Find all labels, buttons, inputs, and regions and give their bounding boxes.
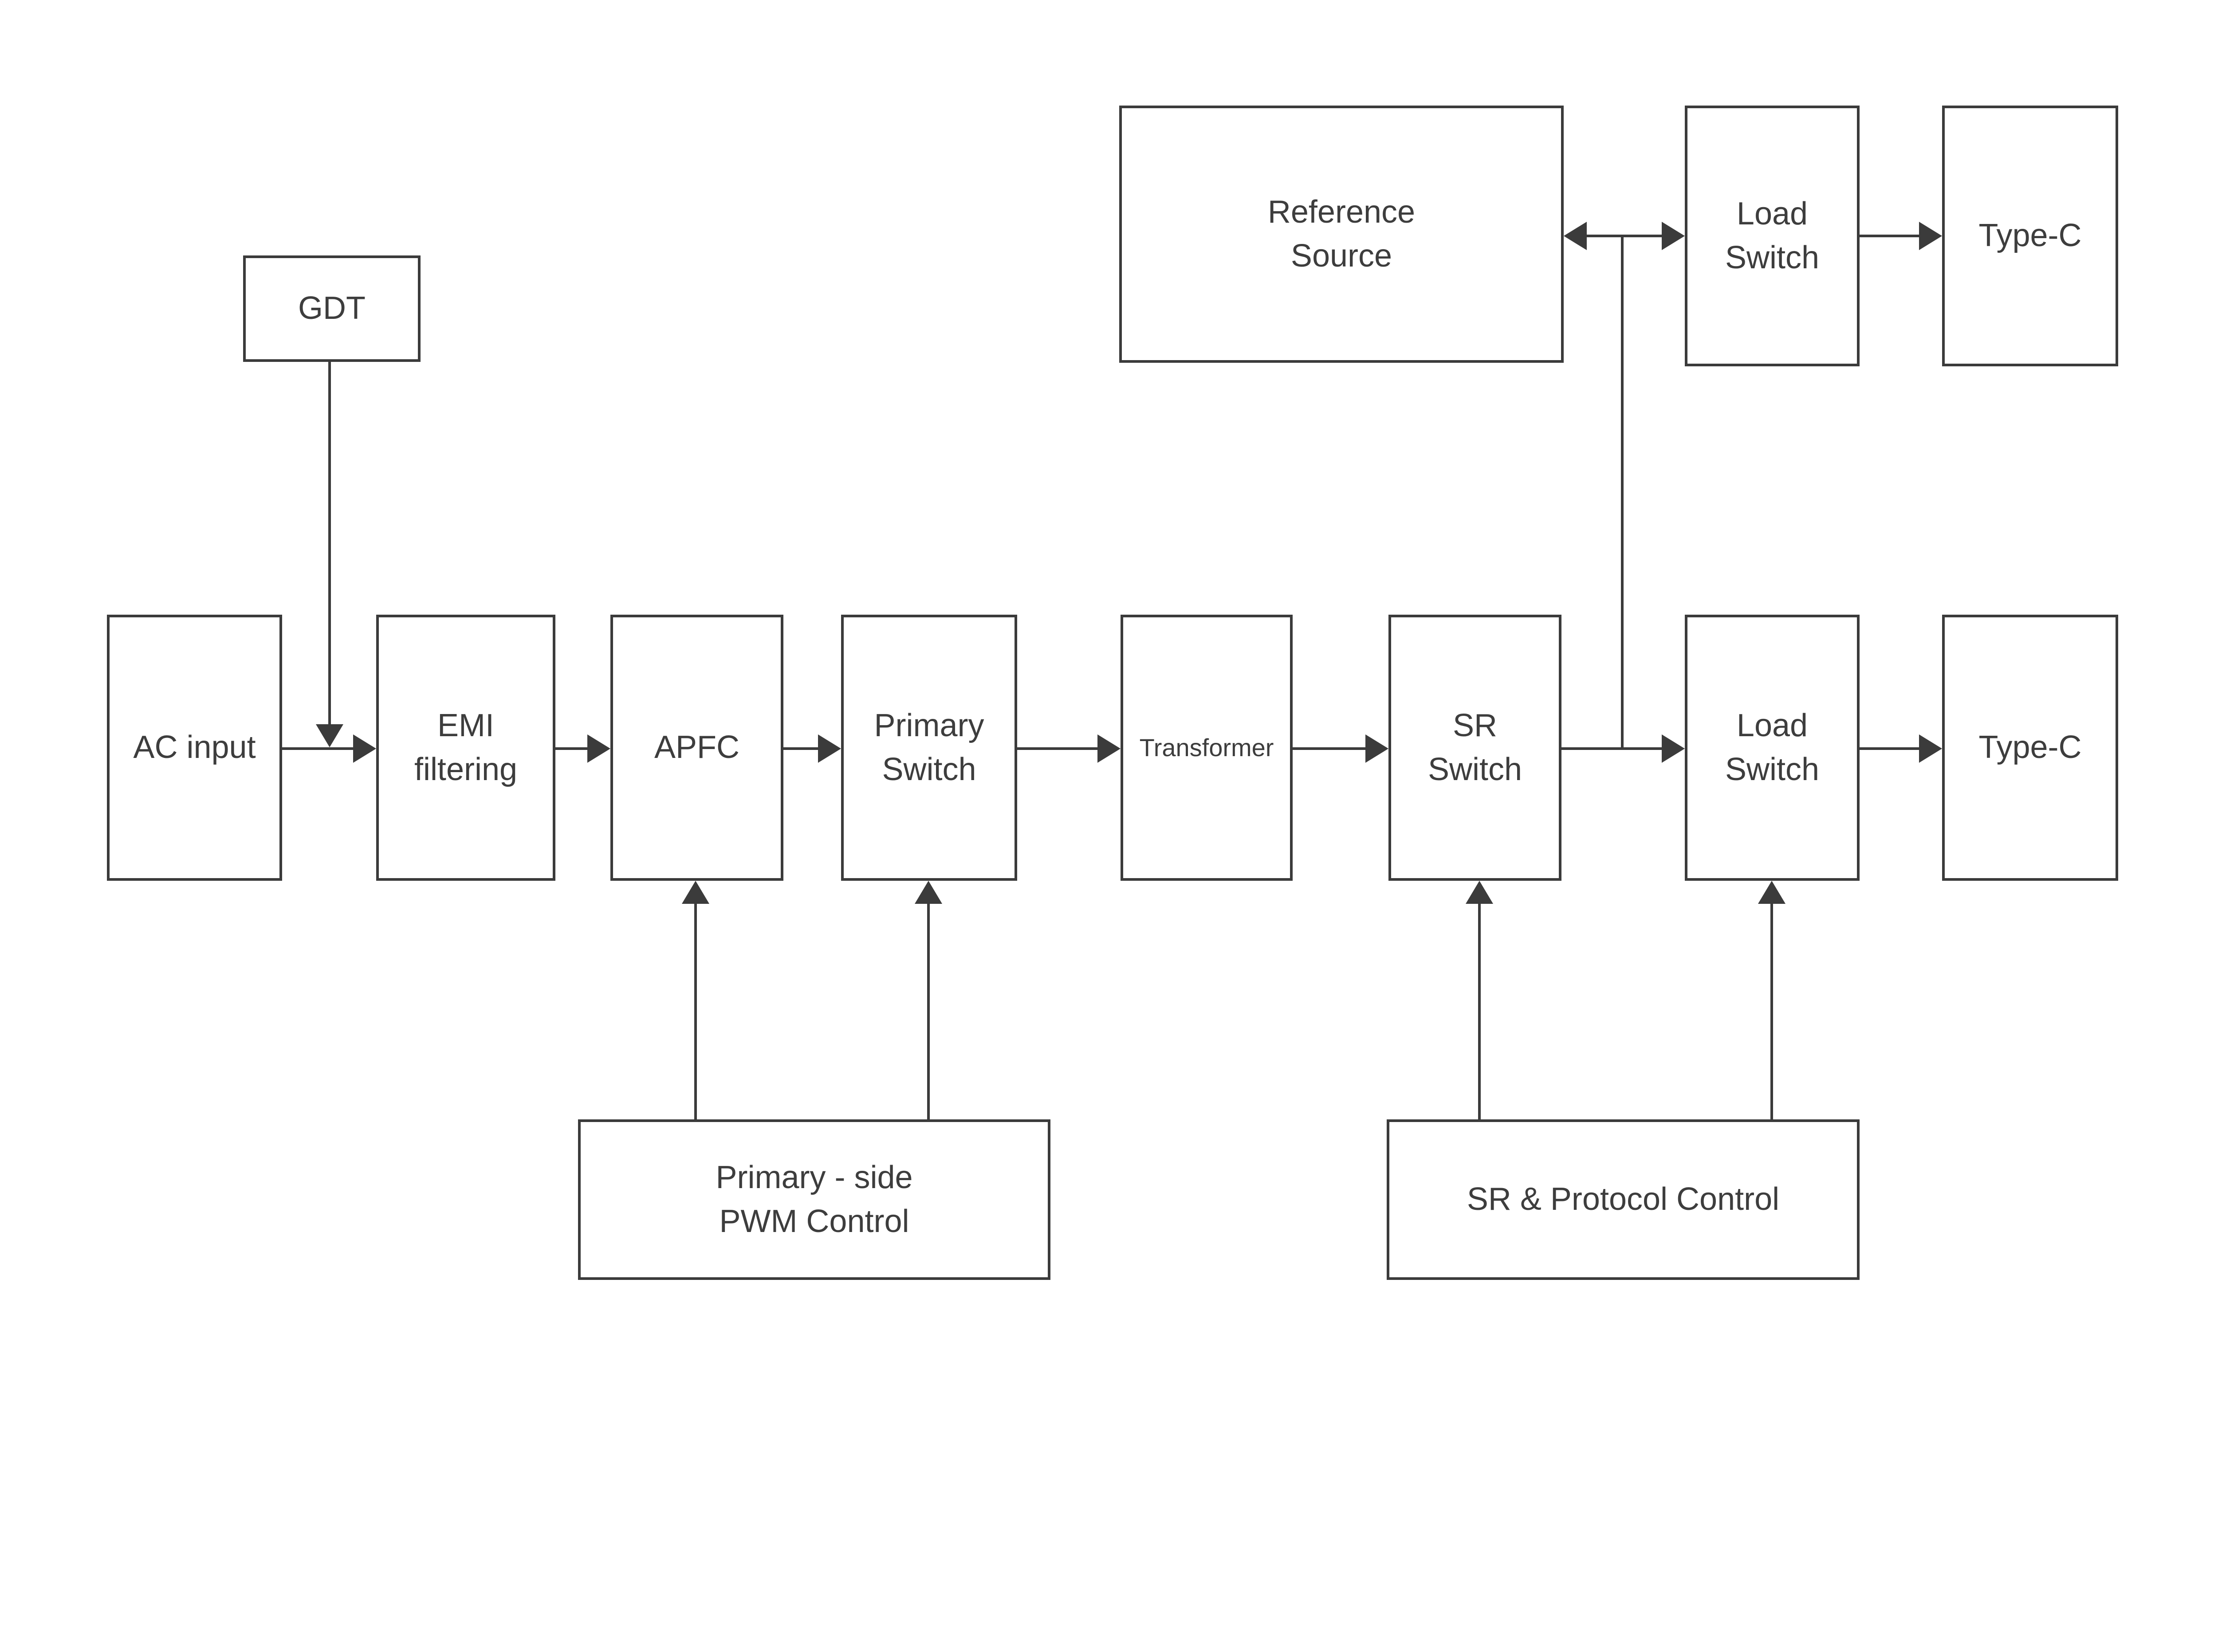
node-sr-protocol-control-label: SR & Protocol Control [1467, 1181, 1780, 1217]
node-primary-switch: Primary Switch [841, 615, 1017, 881]
node-apfc-label: APFC [654, 730, 740, 765]
arrowhead-up-icon [1466, 881, 1493, 904]
connector-load-switch-top-to-type-c-line [1860, 235, 1919, 237]
node-ac-input: AC input [107, 615, 282, 881]
node-emi-filtering: EMI filtering [376, 615, 555, 881]
node-type-c-top: Type-C [1942, 106, 2118, 366]
arrowhead-right-icon [818, 734, 841, 763]
node-transformer-label: Transformer [1139, 734, 1274, 762]
node-type-c-main: Type-C [1942, 615, 2118, 881]
connector-sr-protocol-to-load-switch-line [1770, 904, 1773, 1119]
node-emi-filtering-label: EMI filtering [414, 707, 518, 787]
node-transformer: Transformer [1121, 615, 1293, 881]
arrowhead-right-icon [587, 734, 610, 763]
node-type-c-top-label: Type-C [1978, 218, 2082, 254]
arrowhead-right-icon [1919, 734, 1942, 763]
node-sr-switch-label: SR Switch [1428, 707, 1522, 787]
node-pwm-control-label: Primary - side PWM Control [716, 1159, 913, 1239]
connector-ac-to-emi-line [282, 747, 353, 750]
node-reference-source-label: Reference Source [1267, 194, 1416, 274]
node-primary-switch-label: Primary Switch [874, 707, 984, 787]
node-reference-source: Reference Source [1119, 106, 1564, 363]
node-ac-input-label: AC input [133, 730, 256, 765]
arrowhead-up-icon [915, 881, 942, 904]
connector-sr-protocol-to-sr-switch-line [1478, 904, 1481, 1119]
connector-pwm-to-apfc-line [694, 904, 697, 1119]
connector-apfc-to-primary-switch-line [783, 747, 818, 750]
arrowhead-right-icon [1919, 222, 1942, 250]
connector-feedback-riser-line [1621, 236, 1624, 749]
connector-sr-switch-to-load-switch-line [1561, 747, 1662, 750]
connector-transformer-to-sr-switch-line [1293, 747, 1365, 750]
arrowhead-down-icon [316, 724, 343, 747]
node-apfc: APFC [610, 615, 783, 881]
connector-emi-to-apfc-line [555, 747, 587, 750]
node-load-switch-top: Load Switch [1685, 106, 1860, 366]
connector-primary-switch-to-transformer-line [1017, 747, 1097, 750]
arrowhead-right-icon [1662, 734, 1685, 763]
arrowhead-right-icon [1097, 734, 1121, 763]
node-pwm-control: Primary - side PWM Control [578, 1119, 1050, 1280]
connector-reference-source-double-arrow-line [1587, 235, 1662, 237]
node-sr-switch: SR Switch [1388, 615, 1561, 881]
node-load-switch-main: Load Switch [1685, 615, 1860, 881]
connector-load-switch-to-type-c-line [1860, 747, 1919, 750]
node-type-c-main-label: Type-C [1978, 730, 2082, 765]
node-sr-protocol-control: SR & Protocol Control [1387, 1119, 1860, 1280]
node-gdt: GDT [243, 255, 421, 362]
arrowhead-right-icon [1365, 734, 1388, 763]
arrowhead-right-icon [353, 734, 376, 763]
node-load-switch-top-label: Load Switch [1725, 196, 1820, 275]
node-gdt-label: GDT [298, 290, 366, 326]
node-load-switch-main-label: Load Switch [1725, 707, 1820, 787]
arrowhead-up-icon [682, 881, 709, 904]
arrowhead-left-icon [1564, 222, 1587, 250]
connector-gdt-drop-line [328, 362, 331, 726]
arrowhead-right-icon [1662, 222, 1685, 250]
arrowhead-up-icon [1758, 881, 1785, 904]
connector-pwm-to-primary-switch-line [927, 904, 930, 1119]
